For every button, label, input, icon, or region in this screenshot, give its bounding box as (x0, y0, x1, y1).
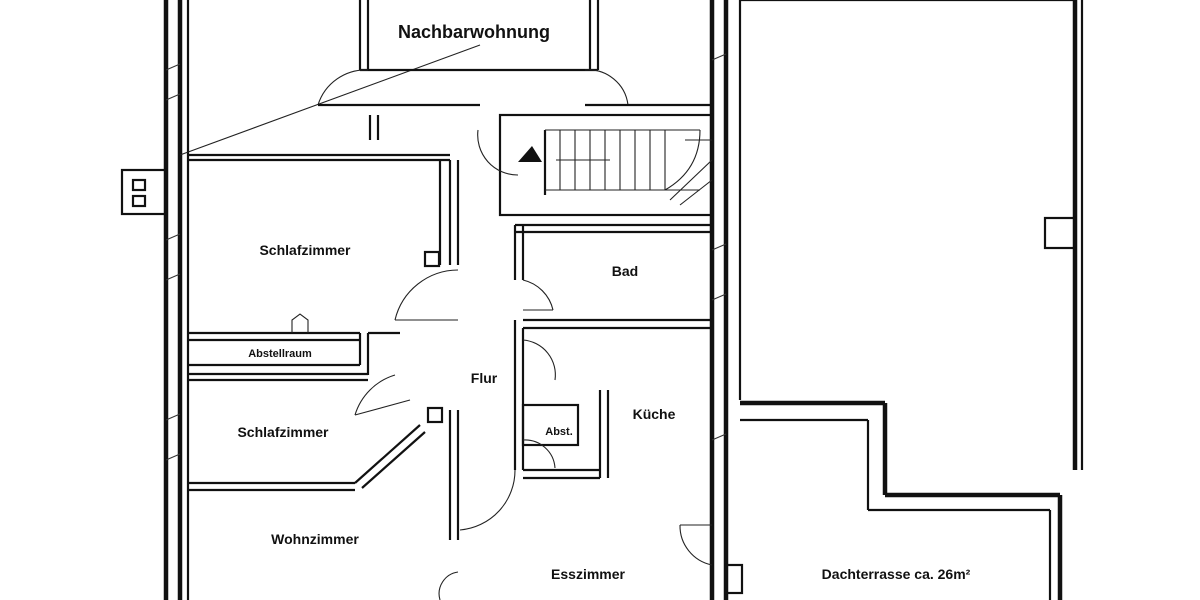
label-abst: Abst. (545, 426, 573, 438)
roof-terrace (724, 400, 1063, 600)
interior-walls (188, 160, 712, 540)
door-swings (354, 269, 713, 600)
label-esszimmer: Esszimmer (551, 566, 625, 582)
label-kueche: Küche (633, 406, 676, 422)
label-abstellraum: Abstellraum (248, 348, 312, 360)
outer-walls (120, 0, 1084, 600)
label-flur: Flur (471, 370, 498, 386)
label-schlafzimmer-2: Schlafzimmer (237, 424, 329, 440)
label-nachbarwohnung: Nachbarwohnung (398, 22, 550, 42)
label-wohnzimmer: Wohnzimmer (271, 531, 359, 547)
wall-hatching (165, 53, 727, 461)
neighbour-area (179, 0, 712, 162)
label-dachterrasse: Dachterrasse ca. 26m² (822, 566, 971, 582)
room-labels: Nachbarwohnung Schlafzimmer Bad Abstellr… (237, 22, 970, 582)
staircase (477, 113, 714, 217)
label-bad: Bad (612, 263, 638, 279)
label-schlafzimmer-1: Schlafzimmer (259, 242, 351, 258)
